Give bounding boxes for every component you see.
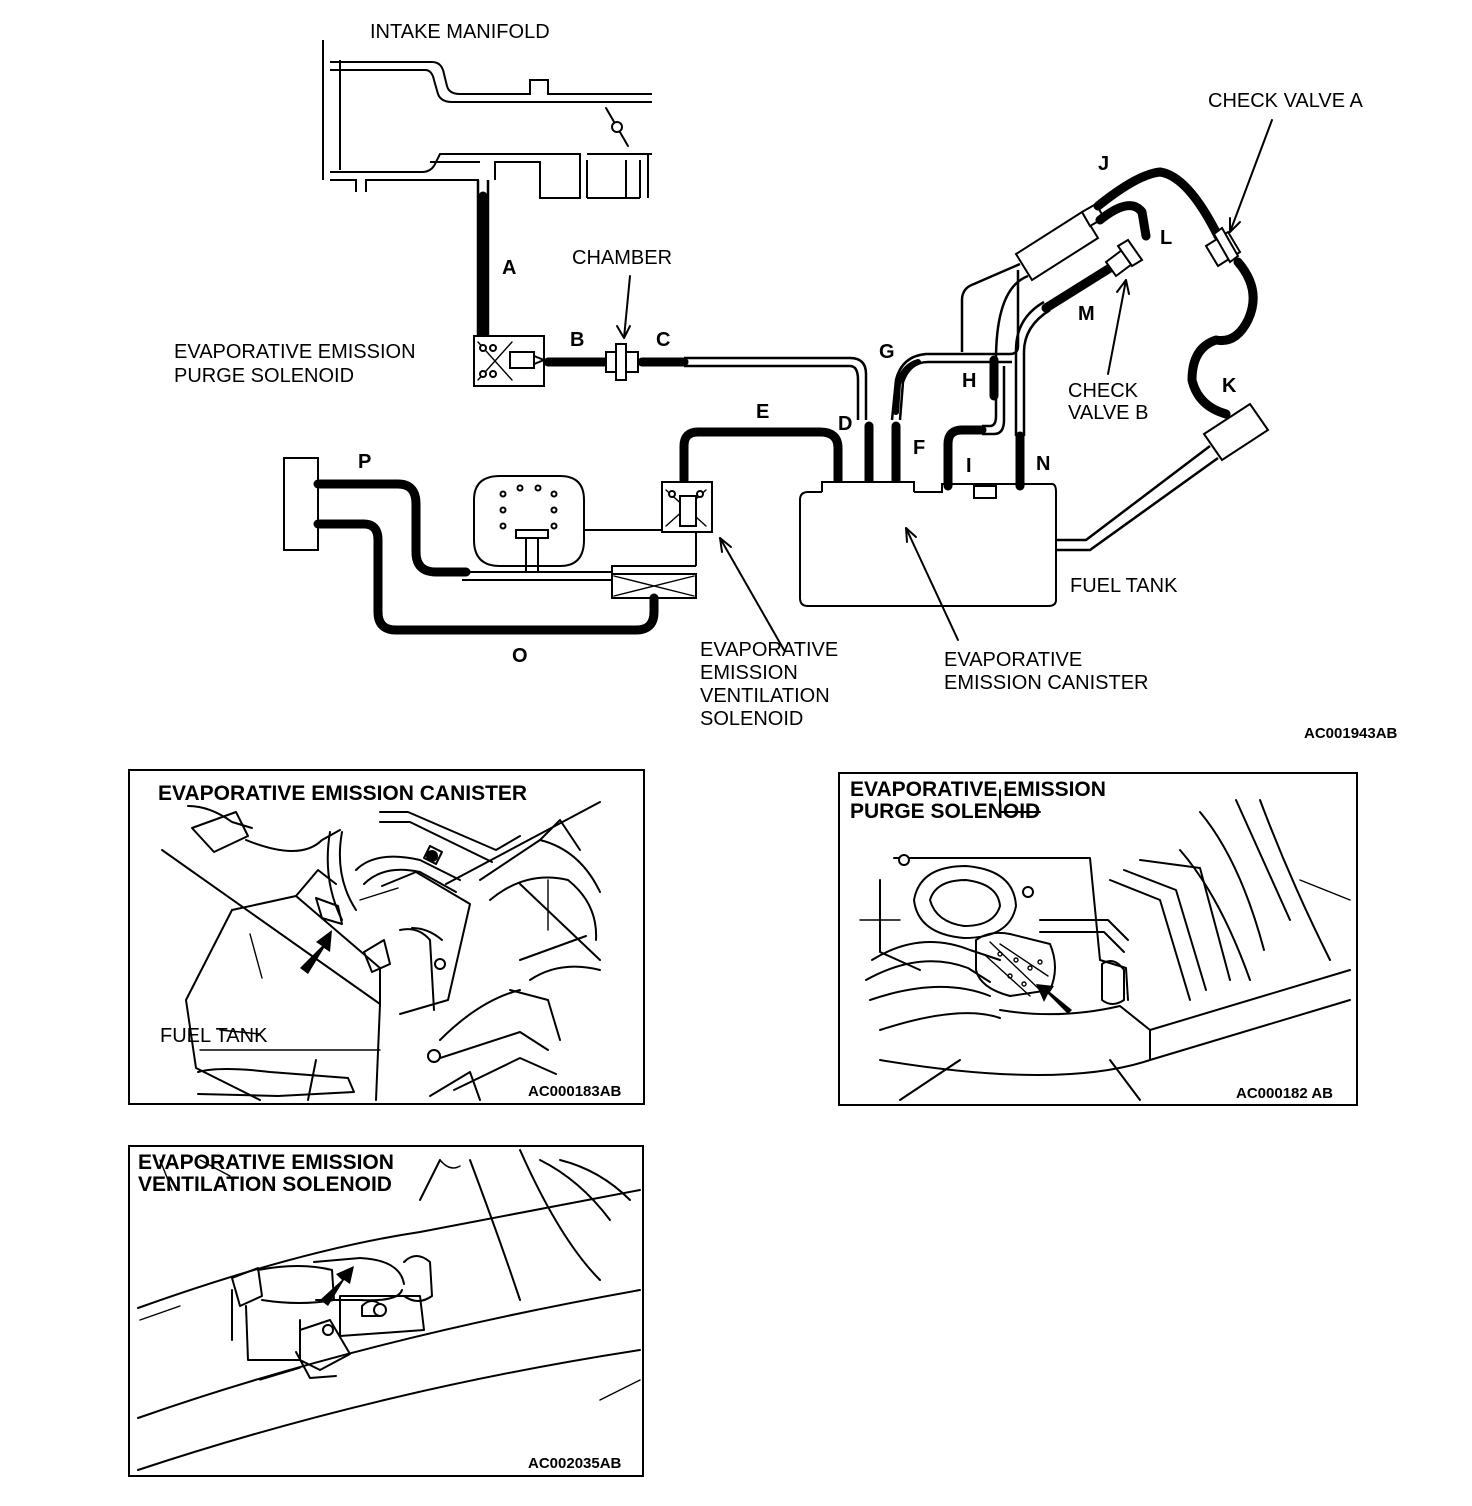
check-valve-b: [1104, 238, 1144, 278]
intake-manifold: [322, 40, 652, 199]
hose-a-label: A: [502, 257, 516, 279]
hose-h-label: H: [962, 370, 976, 392]
canister-label-line1: EVAPORATIVE: [944, 649, 1082, 671]
chamber: [605, 343, 639, 381]
fuel-tank-label: FUEL TANK: [1070, 575, 1178, 597]
hose-g-label: G: [879, 341, 895, 363]
main-schematic: [283, 40, 1273, 651]
hose-k-label: K: [1222, 375, 1237, 397]
intake-manifold-label: INTAKE MANIFOLD: [370, 21, 550, 43]
main-ref-code: AC001943AB: [1304, 725, 1398, 742]
hose-n-label: N: [1036, 453, 1050, 475]
ventilation-panel-ref-code: AC002035AB: [528, 1455, 622, 1472]
hose-o-label: O: [512, 645, 528, 667]
fuel-tank: [799, 483, 1057, 607]
ventilation-solenoid-label-line4: SOLENOID: [700, 708, 803, 730]
check-valve-b-label-line1: CHECK: [1068, 380, 1139, 402]
check-valve-b-label-line2: VALVE B: [1068, 402, 1148, 424]
purge-solenoid-label-line2: PURGE SOLENOID: [174, 365, 354, 387]
hose-l-label: L: [1160, 227, 1172, 249]
purge-solenoid-label-line1: EVAPORATIVE EMISSION: [174, 341, 416, 363]
ventilation-solenoid-label-line2: EMISSION: [700, 662, 798, 684]
hose-c-label: C: [656, 329, 670, 351]
purge-solenoid: [473, 335, 547, 387]
hose-b-label: B: [570, 329, 584, 351]
ventilation-solenoid: [661, 481, 713, 533]
vent-assembly: [462, 475, 697, 599]
check-valve-a: [1204, 226, 1242, 268]
fuel-filler: [1056, 402, 1270, 552]
check-valve-a-label: CHECK VALVE A: [1208, 90, 1364, 112]
canister-photo-panel: [128, 769, 645, 1105]
ventilation-solenoid-label-line1: EVAPORATIVE: [700, 639, 838, 661]
purge-panel-title-line1: EVAPORATIVE EMISSION: [850, 778, 1106, 801]
fuel-separator: [1014, 202, 1106, 282]
purge-panel-ref-code: AC000182 AB: [1236, 1085, 1333, 1102]
hose-p-label: P: [358, 451, 371, 473]
hose-d-label: D: [838, 413, 852, 435]
purge-panel-title-line2: PURGE SOLENOID: [850, 800, 1040, 823]
hose-e-label: E: [756, 401, 769, 423]
chamber-label: CHAMBER: [572, 247, 672, 269]
hose-j-label: J: [1098, 153, 1109, 175]
ventilation-panel-title-line2: VENTILATION SOLENOID: [138, 1173, 392, 1196]
canister-panel-fuel-tank-label: FUEL TANK: [160, 1025, 268, 1047]
purge-photo-panel: [838, 772, 1358, 1106]
hose-m-label: M: [1078, 303, 1095, 325]
hose-f-label: F: [913, 437, 925, 459]
canister-panel-ref-code: AC000183AB: [528, 1083, 622, 1100]
canister-panel-title: EVAPORATIVE EMISSION CANISTER: [158, 782, 527, 805]
ventilation-solenoid-label-line3: VENTILATION: [700, 685, 830, 707]
canister-label-line2: EMISSION CANISTER: [944, 672, 1148, 694]
ventilation-panel-title-line1: EVAPORATIVE EMISSION: [138, 1151, 394, 1174]
ventilation-photo-panel: [128, 1145, 644, 1477]
hose-i-label: I: [966, 455, 972, 477]
